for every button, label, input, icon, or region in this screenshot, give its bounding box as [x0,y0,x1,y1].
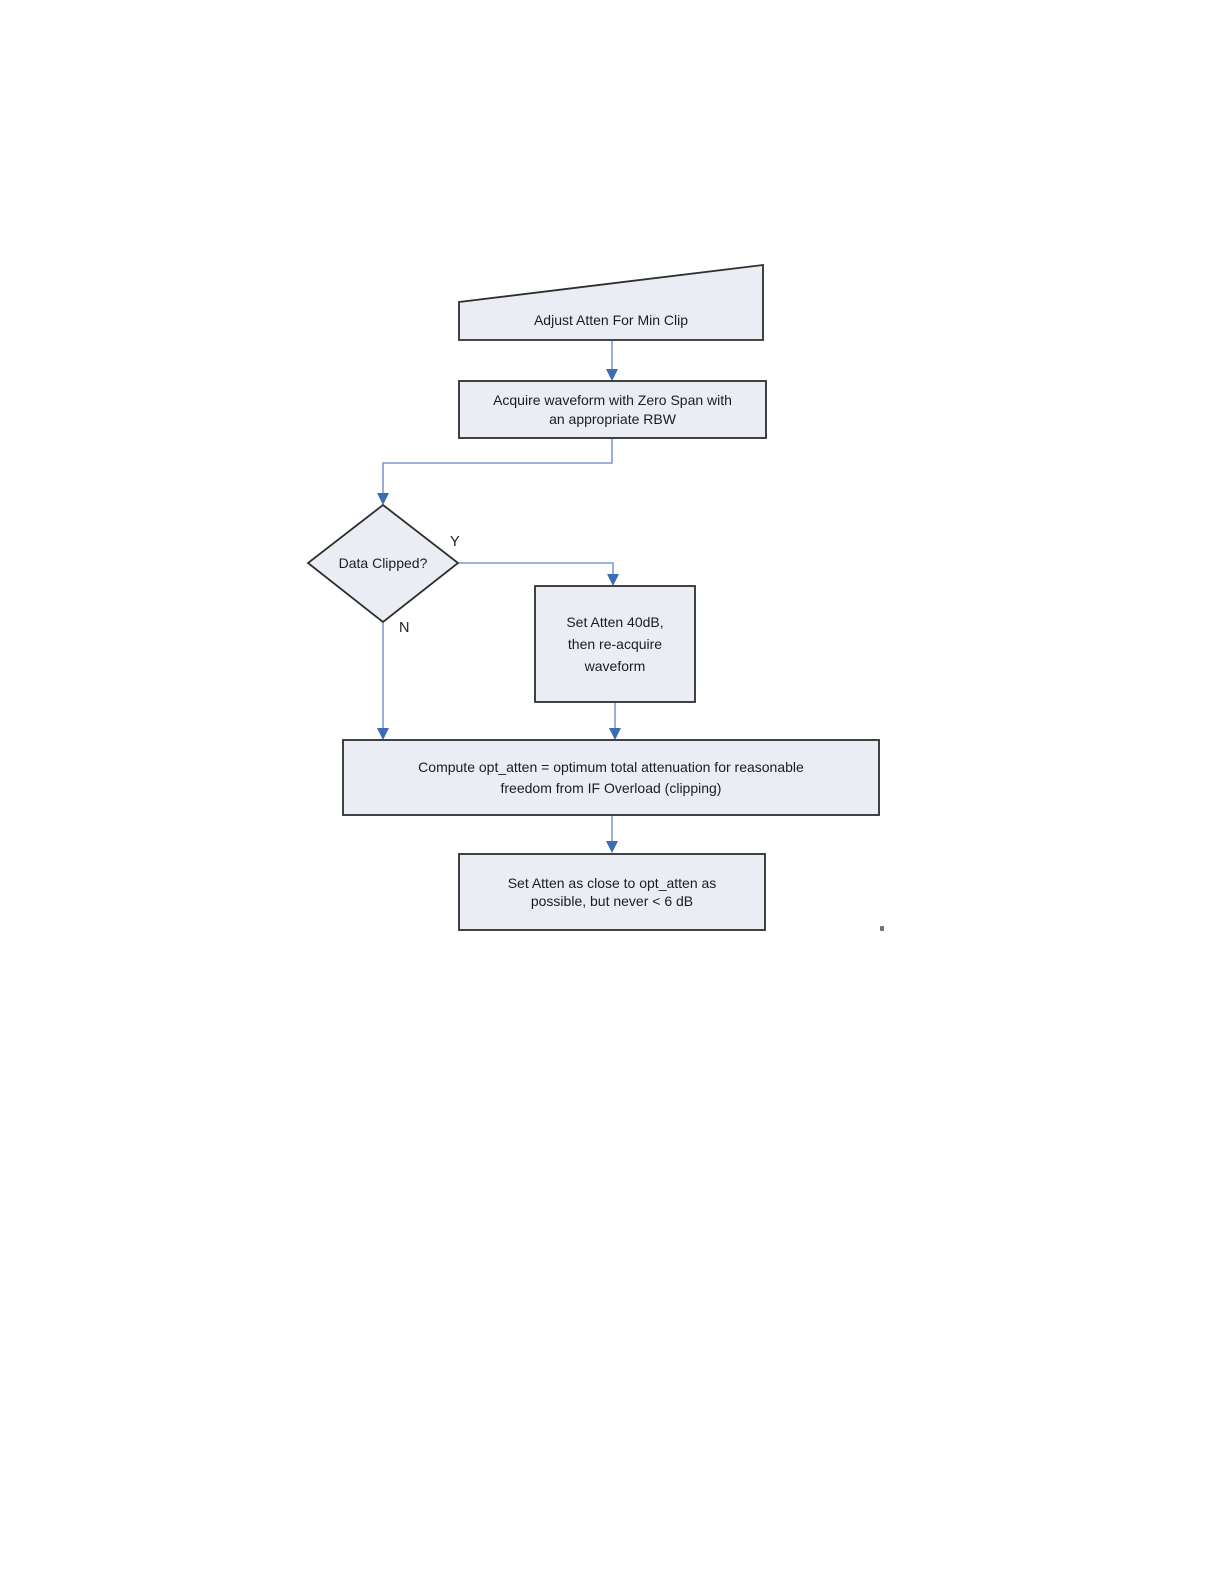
node-decision-shape [306,503,460,624]
connector-acquire-to-decision [382,439,613,495]
node-set-atten-40-shape [534,585,696,703]
connector-decision-yes [458,562,614,575]
node-compute-shape [342,739,880,816]
node-final-shape [458,853,766,931]
arrowhead-set40-into-compute [609,728,621,740]
arrowhead-into-acquire [606,369,618,381]
arrowhead-into-final [606,841,618,853]
node-acquire-shape [458,380,767,439]
arrowhead-into-decision [377,493,389,505]
arrowhead-into-set-atten-40 [607,574,619,586]
arrowhead-no-into-compute [377,728,389,740]
node-adjust-atten-shape [458,263,764,341]
stray-mark [880,926,884,931]
